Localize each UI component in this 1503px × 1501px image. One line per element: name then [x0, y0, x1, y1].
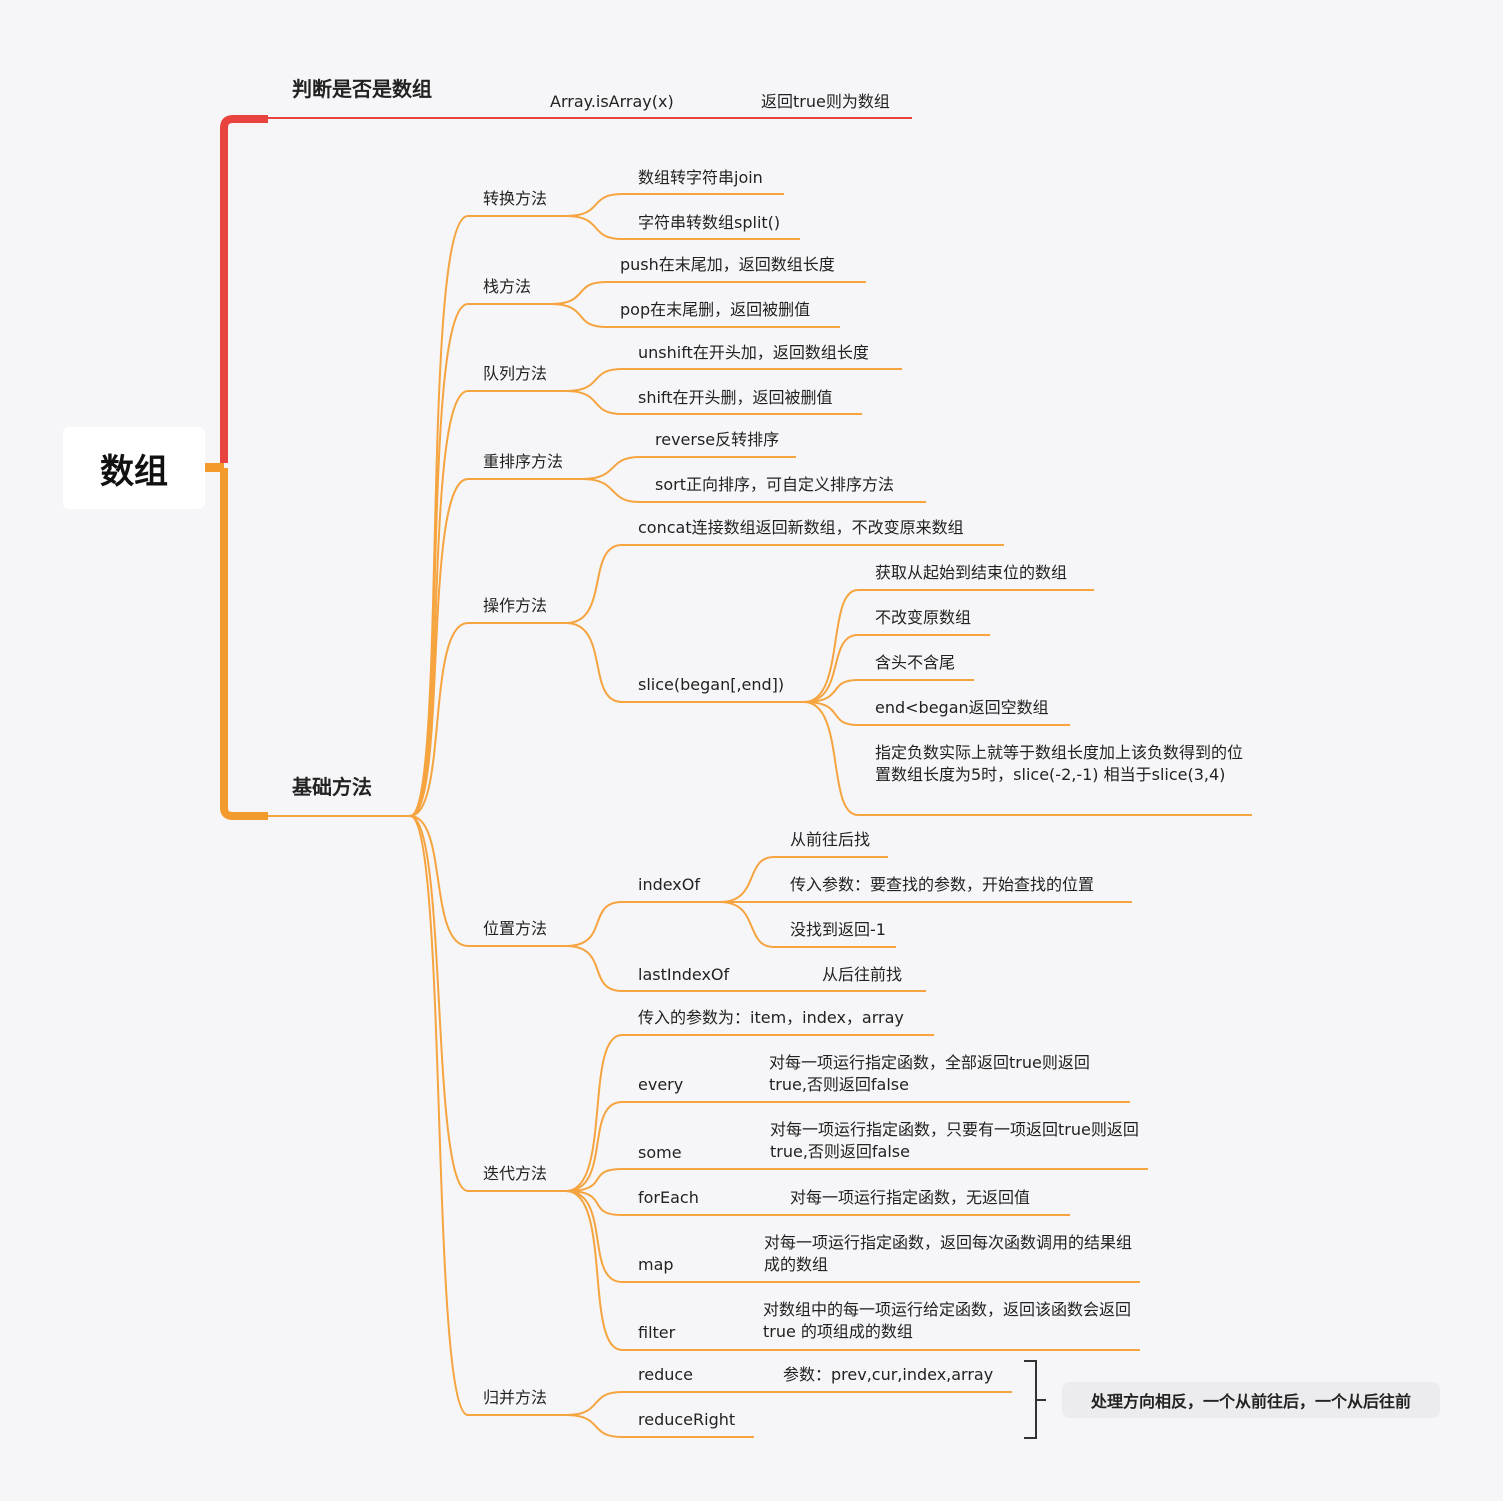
node-filter[interactable]: filter: [638, 1323, 676, 1342]
node-reduce[interactable]: reduce: [638, 1365, 694, 1384]
node-lastindexof[interactable]: lastIndexOf: [638, 965, 730, 984]
slice-detail-5[interactable]: 指定负数实际上就等于数组长度加上该负数得到的位置数组长度为5时，slice(-2…: [875, 743, 1244, 784]
slice-detail-1[interactable]: 获取从起始到结束位的数组: [875, 563, 1068, 582]
slice-detail-3[interactable]: 含头不含尾: [875, 653, 956, 672]
node-array-isarray[interactable]: Array.isArray(x): [550, 92, 674, 111]
node-indexof[interactable]: indexOf: [638, 875, 700, 894]
group-position[interactable]: 位置方法: [483, 919, 548, 938]
node-join[interactable]: 数组转字符串join: [638, 168, 763, 187]
slice-detail-4[interactable]: end<began返回空数组: [875, 698, 1049, 717]
node-reverse[interactable]: reverse反转排序: [655, 430, 780, 449]
group-reduction[interactable]: 归并方法: [483, 1388, 548, 1407]
group-reorder[interactable]: 重排序方法: [483, 452, 564, 471]
slice-detail-2[interactable]: 不改变原数组: [875, 608, 972, 627]
indexof-detail-1[interactable]: 从前往后找: [790, 830, 871, 849]
node-split[interactable]: 字符串转数组split(): [638, 213, 781, 232]
branch-basic-methods[interactable]: 基础方法: [292, 775, 372, 799]
some-desc[interactable]: 对每一项运行指定函数，只要有一项返回true则返回true,否则返回false: [770, 1120, 1139, 1161]
node-some[interactable]: some: [638, 1143, 682, 1162]
node-sort[interactable]: sort正向排序，可自定义排序方法: [655, 475, 894, 494]
group-queue[interactable]: 队列方法: [483, 364, 548, 383]
reduce-note[interactable]: 参数：prev,cur,index,array: [783, 1365, 994, 1384]
group-iteration[interactable]: 迭代方法: [483, 1164, 548, 1183]
indexof-detail-3[interactable]: 没找到返回-1: [790, 920, 886, 939]
group-stack[interactable]: 栈方法: [483, 277, 532, 296]
group-operation[interactable]: 操作方法: [483, 596, 548, 615]
node-reduceright[interactable]: reduceRight: [638, 1410, 736, 1429]
node-map[interactable]: map: [638, 1255, 674, 1274]
bracket-icon: [1024, 1360, 1046, 1439]
lastindexof-note[interactable]: 从后往前找: [822, 965, 903, 984]
filter-desc[interactable]: 对数组中的每一项运行给定函数，返回该函数会返回 true 的项组成的数组: [763, 1300, 1132, 1341]
node-concat[interactable]: concat连接数组返回新数组，不改变原来数组: [638, 518, 964, 537]
indexof-detail-2[interactable]: 传入参数：要查找的参数，开始查找的位置: [790, 875, 1095, 894]
node-pop[interactable]: pop在末尾删，返回被删值: [620, 300, 811, 319]
node-foreach[interactable]: forEach: [638, 1188, 699, 1207]
node-isarray-note[interactable]: 返回true则为数组: [761, 92, 890, 111]
node-slice[interactable]: slice(began[,end]): [638, 675, 785, 694]
map-desc[interactable]: 对每一项运行指定函数，返回每次函数调用的结果组成的数组: [764, 1233, 1133, 1274]
branch-is-array[interactable]: 判断是否是数组: [292, 77, 432, 101]
root-node[interactable]: 数组: [63, 427, 205, 509]
foreach-desc[interactable]: 对每一项运行指定函数，无返回值: [790, 1188, 1031, 1207]
node-shift[interactable]: shift在开头删，返回被删值: [638, 388, 833, 407]
node-unshift[interactable]: unshift在开头加，返回数组长度: [638, 343, 869, 362]
node-every[interactable]: every: [638, 1075, 684, 1094]
every-desc[interactable]: 对每一项运行指定函数，全部返回true则返回true,否则返回false: [769, 1053, 1090, 1094]
node-iteration-params[interactable]: 传入的参数为：item，index，array: [638, 1008, 904, 1027]
node-push[interactable]: push在末尾加，返回数组长度: [620, 255, 835, 274]
group-conversion[interactable]: 转换方法: [483, 189, 548, 208]
summary-note[interactable]: 处理方向相反，一个从前往后，一个从后往前: [1062, 1382, 1440, 1418]
